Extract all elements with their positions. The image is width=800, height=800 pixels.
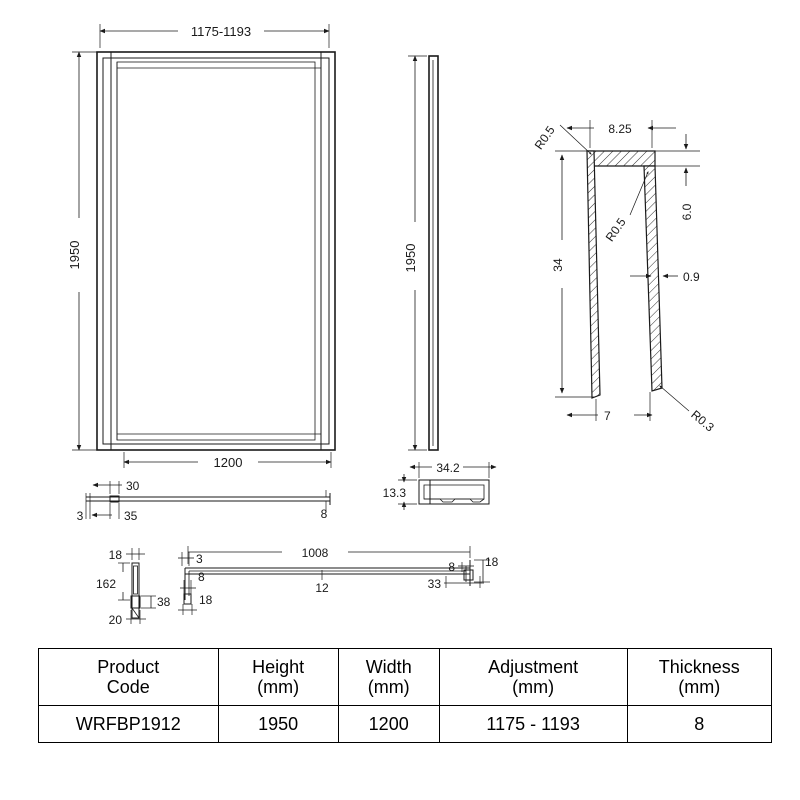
rail-dim-3: 3	[196, 552, 203, 566]
rail-dim-18-right: 18	[485, 555, 499, 569]
header-thickness-l2: (mm)	[678, 677, 721, 697]
section-dim-34: 34	[551, 258, 565, 272]
top-profile-dim-3: 3	[77, 509, 84, 523]
header-adjustment-l2: (mm)	[512, 677, 555, 697]
header-height-l2: (mm)	[257, 677, 300, 697]
section-radius-bottom: R0.3	[688, 407, 717, 434]
header-height: Height (mm)	[217, 648, 339, 706]
header-thickness: Thickness (mm)	[626, 648, 773, 706]
section-dim-8-25: 8.25	[608, 122, 632, 136]
table-row: WRFBP1912 1950 1200 1175 - 1193 8	[38, 705, 773, 743]
top-profile-dim-35: 35	[124, 509, 138, 523]
top-profile-dim-30: 30	[126, 479, 140, 493]
rail-dim-8-right: 8	[448, 560, 455, 574]
product-specification-table: Product Code Height (mm) Width (mm) Adju…	[38, 648, 773, 743]
front-elevation-view: 1175-1193 1950 1200	[67, 24, 336, 470]
header-product-code: Product Code	[38, 648, 219, 706]
bottom-rail-long-detail: 3 1008 12 8 18 8	[178, 546, 499, 615]
cell-adjustment: 1175 - 1193	[438, 705, 628, 743]
table-header-row: Product Code Height (mm) Width (mm) Adju…	[38, 648, 773, 706]
cell-product-code: WRFBP1912	[38, 705, 219, 743]
header-width: Width (mm)	[337, 648, 440, 706]
rail-dim-18-bottom: 18	[199, 593, 213, 607]
glass-channel-cross-section-view: 8.25 6.0 34 R0.5 R0.5 0.9 7	[532, 120, 717, 435]
cell-height: 1950	[217, 705, 339, 743]
side-elevation-view: 1950	[403, 55, 439, 451]
rail-dim-33: 33	[428, 577, 442, 591]
section-dim-6-0: 6.0	[680, 203, 694, 220]
front-width-dimension-label: 1200	[214, 455, 243, 470]
cell-width: 1200	[337, 705, 440, 743]
header-width-l2: (mm)	[367, 677, 410, 697]
header-product-code-l1: Product	[97, 656, 160, 677]
side-detail-dim-13-3: 13.3	[383, 486, 407, 500]
header-adjustment: Adjustment (mm)	[438, 648, 628, 706]
section-radius-top-left: R0.5	[532, 123, 558, 152]
bottom-rail-vertical-detail: 18 162 38 20	[96, 548, 171, 627]
section-dim-0-9: 0.9	[683, 270, 700, 284]
rail-dim-8: 8	[198, 570, 205, 584]
header-height-l1: Height	[252, 656, 305, 677]
rail-dim-38: 38	[157, 595, 171, 609]
section-dim-7: 7	[604, 409, 611, 423]
section-radius-inner: R0.5	[603, 215, 629, 244]
rail-dim-20: 20	[109, 613, 123, 627]
front-top-dimension-label: 1175-1193	[191, 24, 251, 39]
top-profile-dim-8: 8	[321, 507, 328, 521]
rail-dim-18-top: 18	[109, 548, 123, 562]
header-thickness-l1: Thickness	[658, 656, 740, 677]
header-product-code-l2: Code	[106, 677, 150, 697]
rail-dim-12: 12	[315, 581, 329, 595]
header-width-l1: Width	[365, 656, 412, 677]
side-height-dimension-label: 1950	[403, 244, 418, 273]
rail-dim-1008: 1008	[302, 546, 329, 560]
header-adjustment-l1: Adjustment	[488, 656, 579, 677]
top-profile-section-view: 30 3 35 8	[77, 479, 331, 523]
front-height-dimension-label: 1950	[67, 241, 82, 270]
side-detail-dim-34-2: 34.2	[436, 461, 460, 475]
rail-dim-162: 162	[96, 577, 116, 591]
cell-thickness: 8	[626, 705, 773, 743]
side-channel-detail-view: 34.2 13.3	[383, 461, 497, 510]
